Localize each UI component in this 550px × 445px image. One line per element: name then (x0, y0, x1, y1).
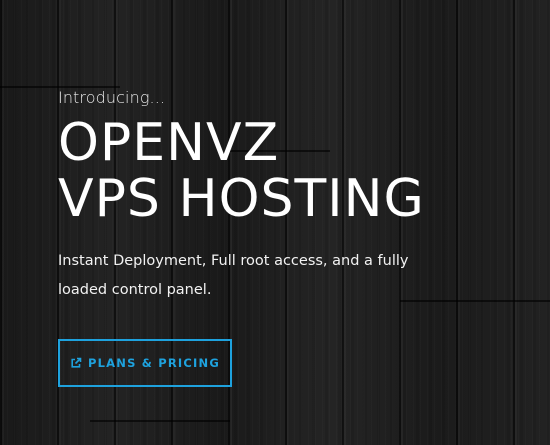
headline-line-2: VPS HOSTING (58, 169, 425, 229)
hero-tagline: Instant Deployment, Full root access, an… (58, 253, 409, 298)
hero-content: Introducing... OPENVZ VPS HOSTING Instan… (58, 88, 528, 305)
wood-seam (0, 86, 120, 88)
wood-seam (400, 300, 550, 302)
plans-pricing-button[interactable]: PLANS & PRICING (58, 339, 232, 387)
wood-seam (90, 420, 230, 422)
wood-seam (230, 150, 330, 152)
hero-headline: OPENVZ VPS HOSTING (58, 115, 528, 227)
external-link-icon (70, 357, 82, 369)
plans-pricing-label: PLANS & PRICING (88, 356, 220, 370)
intro-text: Introducing... (58, 88, 166, 107)
headline-line-1: OPENVZ (58, 113, 280, 173)
